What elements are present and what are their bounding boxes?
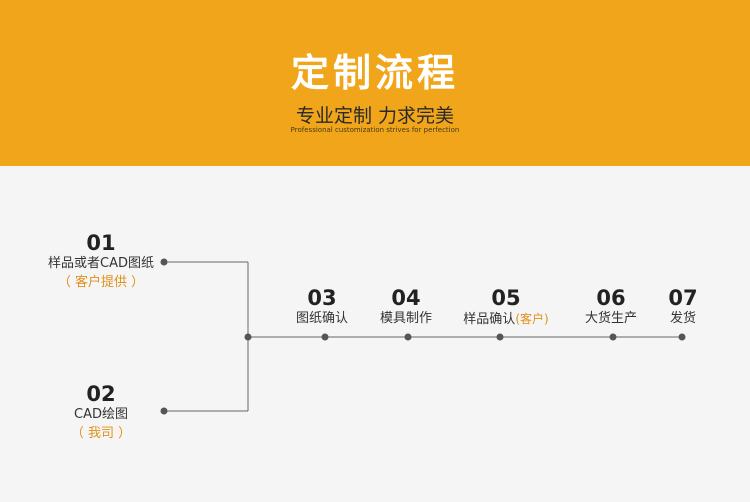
step-number: 06 xyxy=(596,286,626,310)
step-note: （ 客户提供 ） xyxy=(57,275,145,290)
step-label: CAD绘图 xyxy=(74,407,128,422)
step-05: 05 样品确认(客户) xyxy=(446,286,566,329)
step-dot xyxy=(160,407,168,415)
step-label: 样品确认 xyxy=(463,312,516,327)
page-subtitle: 专业定制 力求完美 xyxy=(295,105,455,127)
step-06: 06 大货生产 xyxy=(551,286,671,328)
page-subtitle-english: Professional customization strives for p… xyxy=(290,126,460,134)
step-label-row: 样品确认(客户) xyxy=(446,310,566,329)
step-04: 04 模具制作 xyxy=(346,286,466,328)
step-01: 01 样品或者CAD图纸 （ 客户提供 ） xyxy=(41,231,161,293)
page-title: 定制流程 xyxy=(290,51,459,95)
step-dot xyxy=(321,333,329,341)
step-label: 图纸确认 xyxy=(295,311,348,326)
header-banner: 定制流程 专业定制 力求完美 Professional customizatio… xyxy=(0,0,750,166)
step-number: 03 xyxy=(307,286,337,310)
step-note: (客户) xyxy=(515,312,549,326)
step-number: 05 xyxy=(491,286,521,310)
step-dot xyxy=(160,258,168,266)
step-02: 02 CAD绘图 （ 我司 ） xyxy=(41,382,161,444)
junction-dot xyxy=(244,333,252,341)
step-dot xyxy=(404,333,412,341)
step-number: 07 xyxy=(668,286,698,310)
step-label: 大货生产 xyxy=(584,311,637,326)
step-number: 01 xyxy=(86,231,116,255)
step-dot xyxy=(678,333,686,341)
step-note: （ 我司 ） xyxy=(70,426,132,441)
step-label: 发货 xyxy=(669,311,696,326)
step-label: 模具制作 xyxy=(379,311,432,326)
step-dot xyxy=(609,333,617,341)
step-dot xyxy=(496,333,504,341)
step-label: 样品或者CAD图纸 xyxy=(48,256,154,271)
step-07: 07 发货 xyxy=(623,286,743,328)
step-number: 04 xyxy=(391,286,421,310)
step-number: 02 xyxy=(86,382,116,406)
step-03: 03 图纸确认 xyxy=(262,286,382,328)
